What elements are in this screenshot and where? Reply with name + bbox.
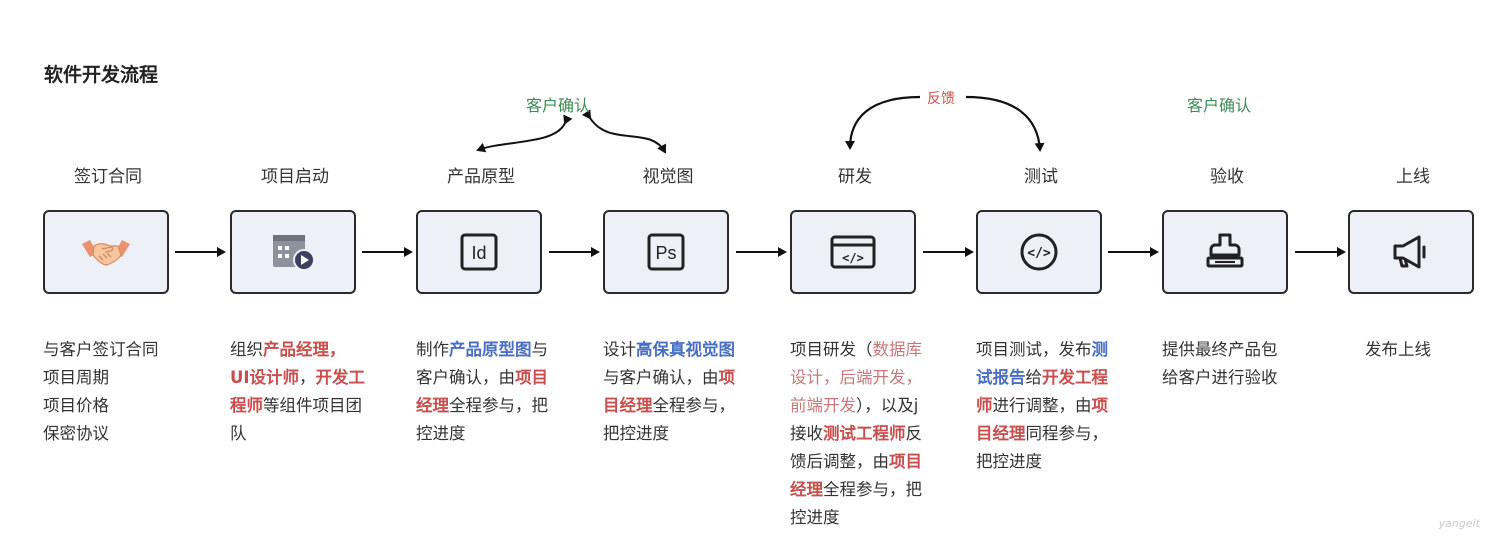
indesign-icon: Id xyxy=(460,233,498,271)
stage-label-visual: 视觉图 xyxy=(642,167,694,187)
desc-contract: 与客户签订合同 项目周期 项目价格 保密协议 xyxy=(43,336,191,448)
desc-develop: 项目研发（数据库 设计，后端开发， 前端开发），以及j 接收测试工程师反 馈后调… xyxy=(790,340,922,527)
code-window-icon: </> xyxy=(830,235,876,269)
feedback-note: 反馈 xyxy=(923,88,959,108)
desc-line: 与客户签订合同 xyxy=(43,340,159,359)
stage-label-launch: 上线 xyxy=(1396,167,1430,187)
desc-kickoff: 组织产品经理， UI设计师，开发工 程师等组件项目团 队 xyxy=(230,340,366,443)
stage-box-prototype: Id xyxy=(416,210,542,294)
svg-text:Ps: Ps xyxy=(655,243,676,263)
desc-visual: 设计高保真视觉图 与客户确认，由项 目经理全程参与， 把控进度 xyxy=(603,340,735,443)
desc-acceptance: 提供最终产品包 给客户进行验收 xyxy=(1162,336,1310,392)
svg-text:</>: </> xyxy=(1027,246,1051,261)
project-start-icon xyxy=(273,235,315,271)
desc-launch: 发布上线 xyxy=(1365,336,1506,364)
stage-box-contract xyxy=(43,210,169,294)
stage-label-develop: 研发 xyxy=(838,167,872,187)
stage-label-contract: 签订合同 xyxy=(74,167,142,187)
stamp-icon xyxy=(1206,233,1244,268)
photoshop-icon: Ps xyxy=(647,233,685,271)
page-title: 软件开发流程 xyxy=(44,64,159,86)
stage-label-test: 测试 xyxy=(1024,167,1058,187)
svg-text:</>: </> xyxy=(842,251,864,265)
desc-line: 项目周期 xyxy=(43,368,109,387)
watermark: yangeit xyxy=(1438,517,1480,530)
stage-box-launch xyxy=(1348,210,1474,294)
stage-label-prototype: 产品原型 xyxy=(447,167,515,187)
stage-box-acceptance xyxy=(1162,210,1288,294)
customer-confirm-note-2: 客户确认 xyxy=(1187,96,1252,115)
stage-box-kickoff xyxy=(230,210,356,294)
desc-line: 项目价格 xyxy=(43,396,109,415)
desc-line: 发布上线 xyxy=(1365,340,1431,359)
code-circle-icon: </> xyxy=(1020,233,1058,271)
stage-label-kickoff: 项目启动 xyxy=(261,167,329,187)
desc-line: 保密协议 xyxy=(43,424,109,443)
desc-line: 提供最终产品包 xyxy=(1162,340,1278,359)
stage-box-develop: </> xyxy=(790,210,916,294)
stage-label-acceptance: 验收 xyxy=(1210,167,1244,187)
desc-test: 项目测试，发布测 试报告给开发工程 师进行调整，由项 目经理同程参与， 把控进度 xyxy=(976,340,1108,471)
handshake-icon xyxy=(82,240,130,266)
desc-line: 给客户进行验收 xyxy=(1162,368,1278,387)
desc-prototype: 制作产品原型图与 客户确认，由项目 经理全程参与，把 控进度 xyxy=(416,340,548,443)
customer-confirm-note-1: 客户确认 xyxy=(526,96,591,115)
svg-text:Id: Id xyxy=(471,243,486,263)
stage-box-test: </> xyxy=(976,210,1102,294)
stage-box-visual: Ps xyxy=(603,210,729,294)
megaphone-icon xyxy=(1393,235,1426,269)
